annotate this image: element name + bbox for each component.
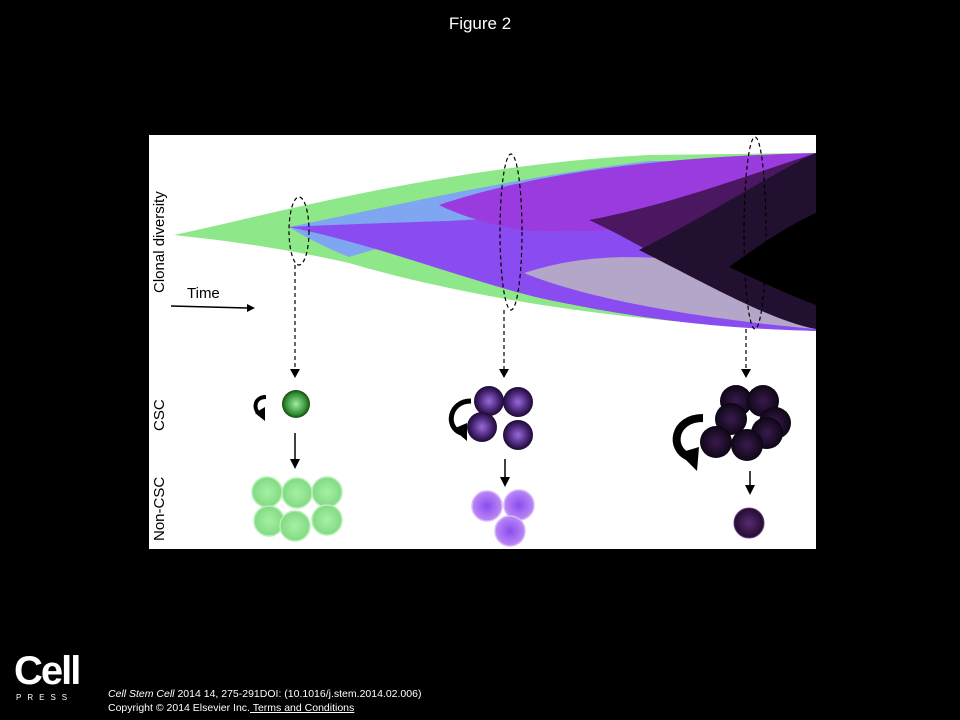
csc-cell [467,412,497,442]
csc-cell [503,387,533,417]
copyright-line: Copyright © 2014 Elsevier Inc. Terms and… [108,701,421,715]
csc-cell [700,426,732,458]
csc-cell [715,403,747,435]
non-csc-cells [471,489,535,547]
csc-cell [282,390,310,418]
journal-name: Cell Stem Cell [108,688,175,700]
clone-black [729,213,816,305]
logo-sub: PRESS [16,693,74,702]
sample-ellipse-1 [288,196,310,266]
stage-2 [448,386,535,547]
non-csc-cells [733,507,765,539]
figure-title: Figure 2 [448,14,512,33]
non-csc-cells [251,476,343,542]
csc-cell [731,429,763,461]
row-label-csc: CSC [151,399,168,431]
citation: Cell Stem Cell 2014 14, 275-291DOI: (10.… [108,687,421,715]
csc-cell [474,386,504,416]
sample-ellipse-2 [499,153,523,311]
row-label-non-csc: Non-CSC [151,476,168,541]
terms-link[interactable]: Terms and Conditions [249,702,355,714]
csc-cell [503,420,533,450]
cell-press-logo: Cell PRESS [14,649,81,705]
logo-word: Cell [14,649,81,693]
stage-1 [251,390,343,542]
y-axis-label: Clonal diversity [151,191,168,293]
sampling-markers [288,136,767,371]
sampling-arrowheads [290,369,751,378]
figure-panel: Clonal diversity Time CSC Non-CSC [149,135,816,549]
citation-line: Cell Stem Cell 2014 14, 275-291DOI: (10.… [108,687,421,701]
time-arrow [170,304,255,312]
stage-3 [672,385,791,539]
citation-details: 2014 14, 275-291DOI: (10.1016/j.stem.201… [174,688,422,700]
clonal-evolution-diagram [170,136,816,547]
copyright-text: Copyright © 2014 Elsevier Inc. [108,702,250,714]
x-axis-label: Time [187,285,220,302]
sample-ellipse-3 [743,136,767,330]
clonal-diversity-plot [174,153,816,331]
